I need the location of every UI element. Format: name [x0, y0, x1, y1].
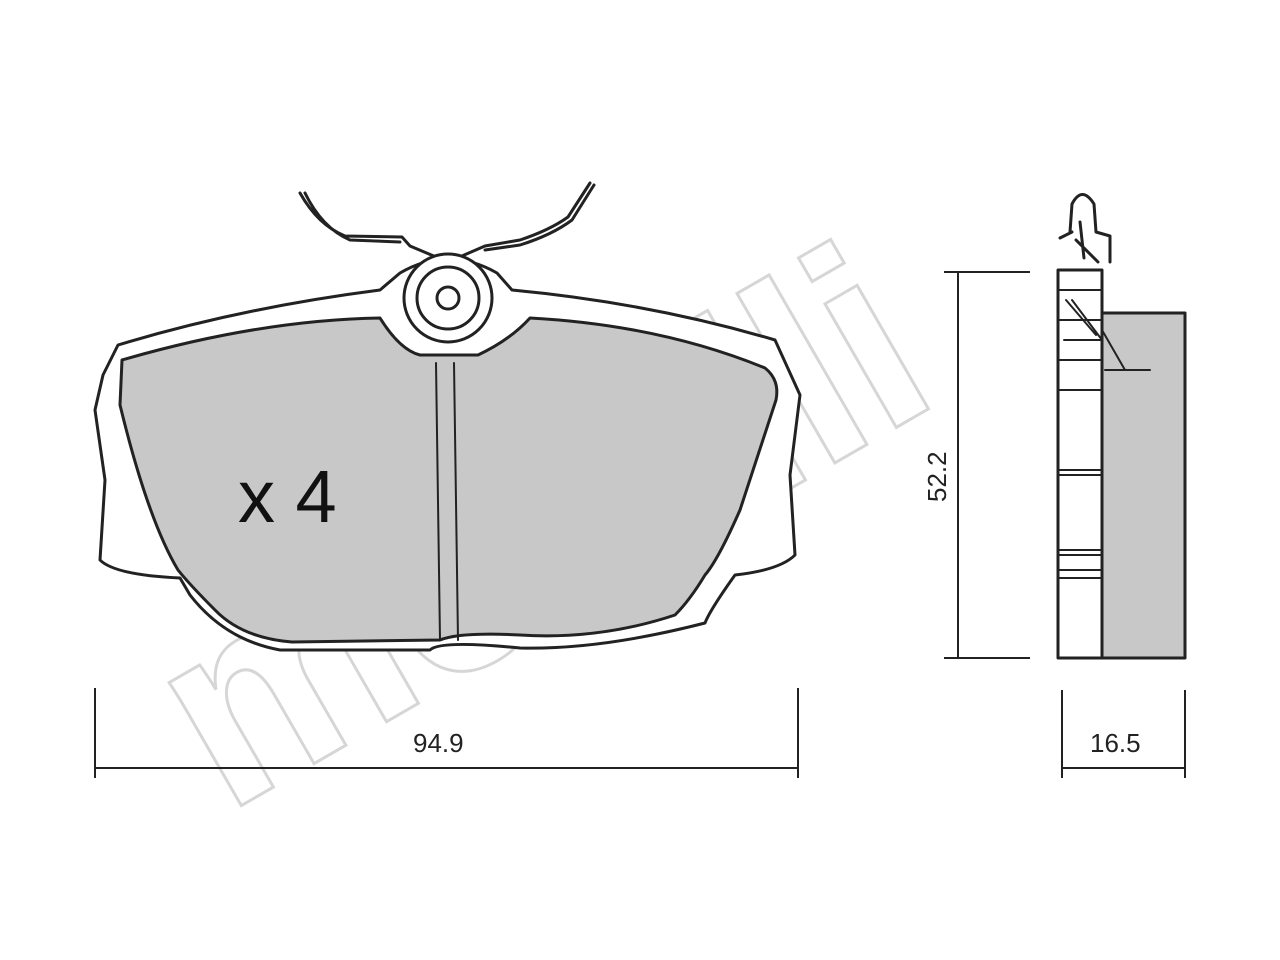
friction-lining [118, 316, 779, 644]
spring-clip [298, 181, 596, 264]
side-plate-details [1057, 289, 1151, 579]
side-clip-loop [1058, 193, 1112, 264]
side-view [1056, 193, 1187, 660]
side-friction-lining [1100, 311, 1187, 660]
width-value: 94.9 [413, 728, 464, 758]
mount-hole [435, 285, 461, 311]
side-backing-plate [1056, 268, 1104, 660]
front-view: x 4 [93, 181, 802, 652]
thickness-dimension: 16.5 [1061, 690, 1186, 778]
width-dimension: 94.9 [94, 688, 799, 778]
height-dimension: 52.2 [922, 271, 1030, 659]
quantity-label: x 4 [238, 455, 337, 538]
thickness-value: 16.5 [1090, 728, 1141, 758]
lining-slot [435, 362, 459, 641]
height-value: 52.2 [922, 451, 952, 502]
